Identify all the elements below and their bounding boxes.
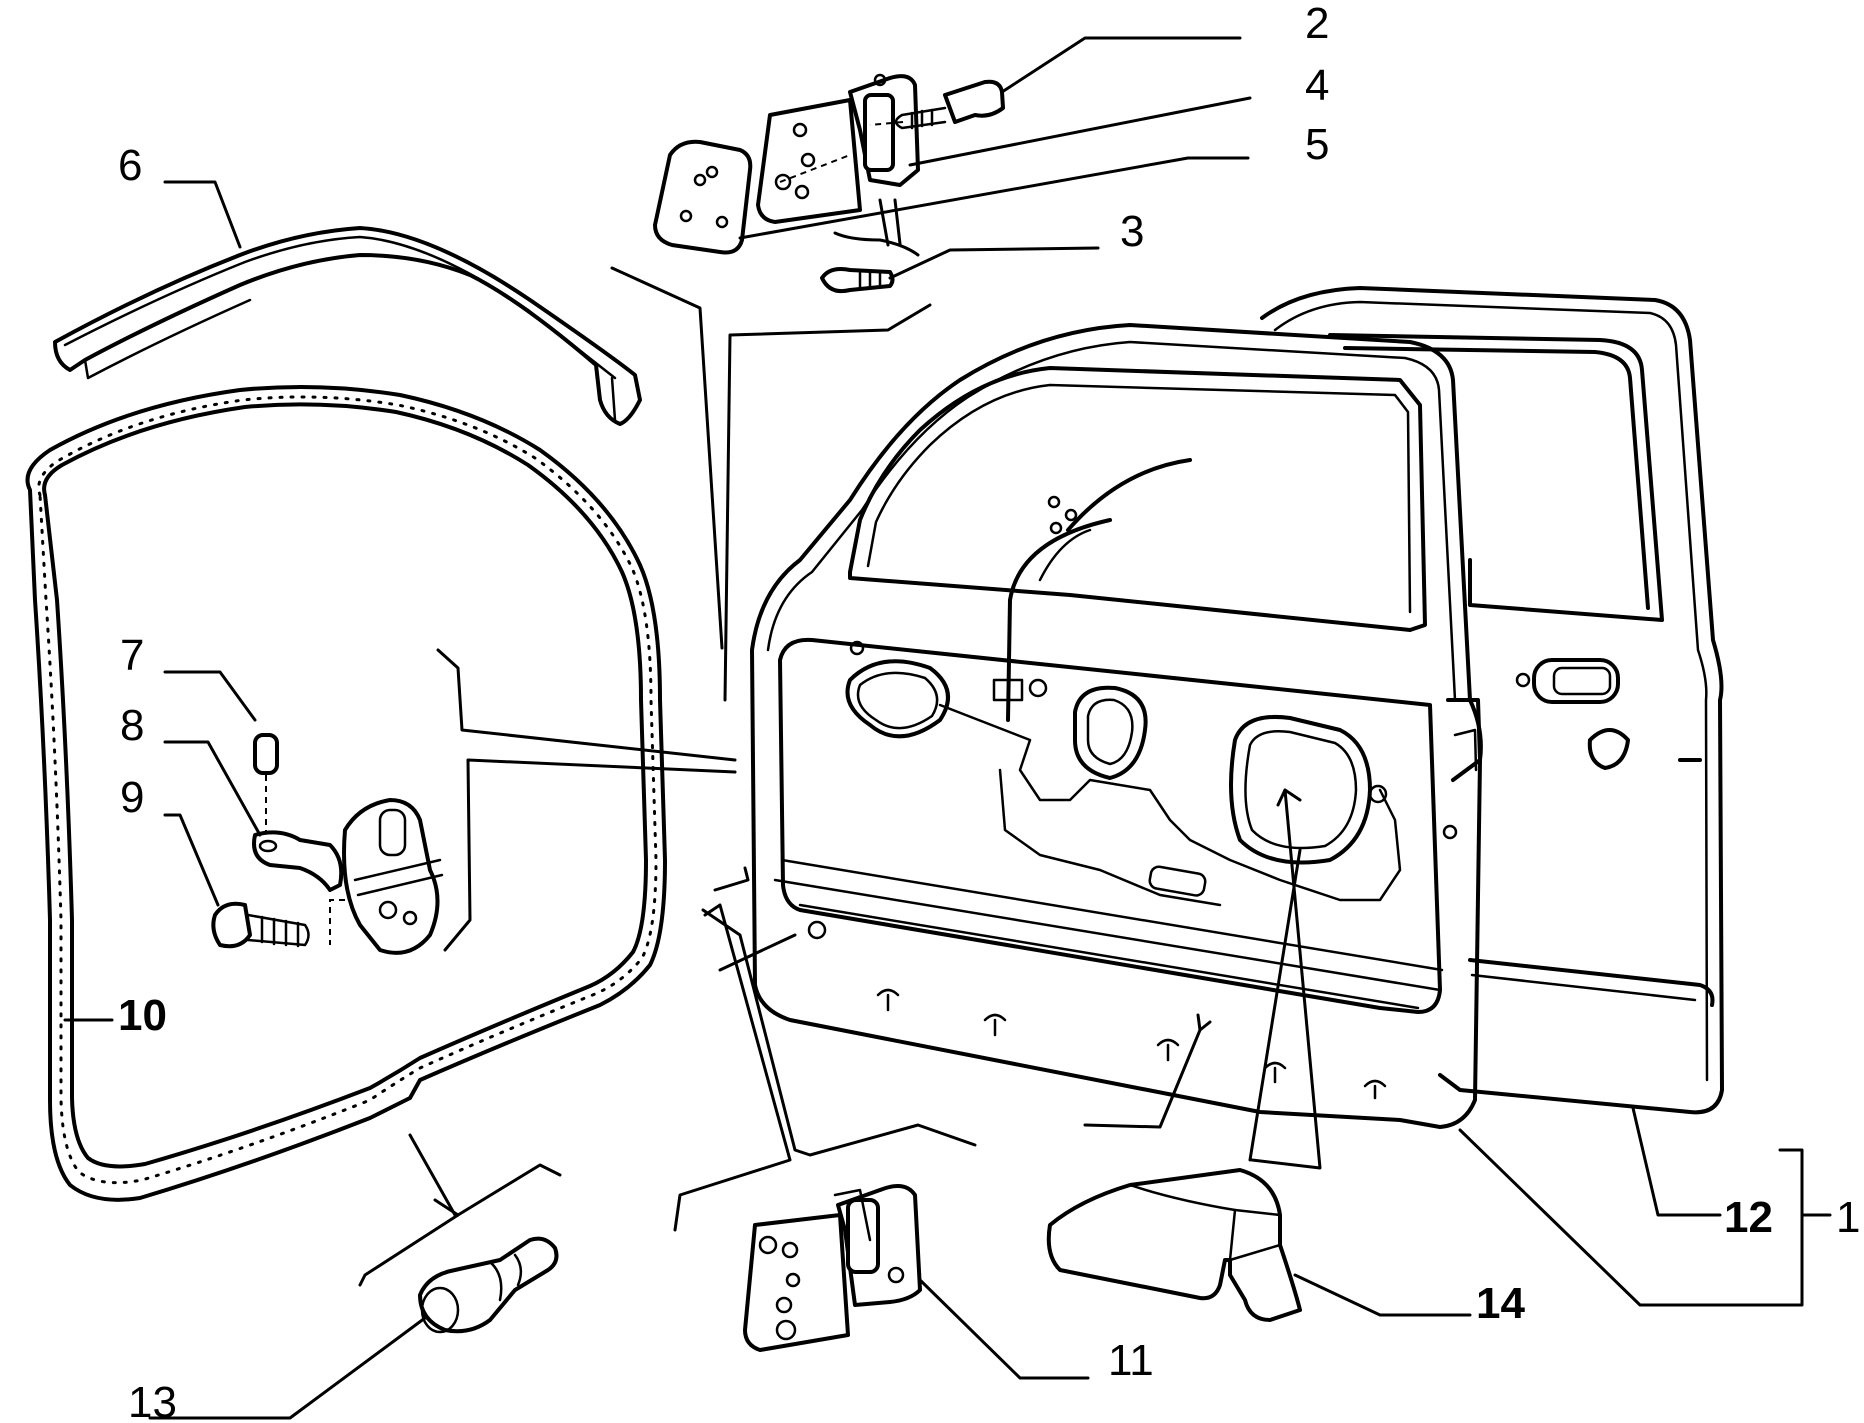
callout-12: 12 bbox=[1724, 1193, 1773, 1242]
callout-13: 13 bbox=[128, 1378, 177, 1423]
door-seal-weatherstrip bbox=[25, 384, 667, 1202]
upper-hinge-assembly bbox=[653, 73, 1005, 294]
callout-8: 8 bbox=[120, 701, 144, 750]
bushing-pin bbox=[418, 1236, 559, 1334]
upper-channel-strip bbox=[53, 226, 642, 426]
lower-hinge bbox=[743, 1184, 922, 1352]
callout-5: 5 bbox=[1305, 120, 1329, 169]
callout-7: 7 bbox=[120, 631, 144, 680]
outer-door-panel bbox=[1006, 286, 1724, 1115]
callout-6: 6 bbox=[118, 141, 142, 190]
callout-11: 11 bbox=[1108, 1336, 1154, 1385]
armrest-pad bbox=[1046, 1168, 1302, 1322]
door-check-strap bbox=[211, 733, 444, 955]
callout-3: 3 bbox=[1120, 207, 1144, 256]
callout-14: 14 bbox=[1476, 1279, 1525, 1328]
inner-door-frame bbox=[750, 323, 1483, 1129]
callout-9: 9 bbox=[120, 773, 144, 822]
callout-labels: 1 2 3 4 5 6 7 8 9 10 11 12 13 14 bbox=[118, 0, 1860, 1423]
callout-4: 4 bbox=[1305, 61, 1329, 110]
assembly-guide-lines bbox=[358, 266, 1322, 1287]
callout-leaders bbox=[63, 36, 1832, 1420]
callout-10: 10 bbox=[118, 991, 167, 1040]
callout-1: 1 bbox=[1836, 1193, 1860, 1242]
callout-2: 2 bbox=[1305, 0, 1329, 48]
